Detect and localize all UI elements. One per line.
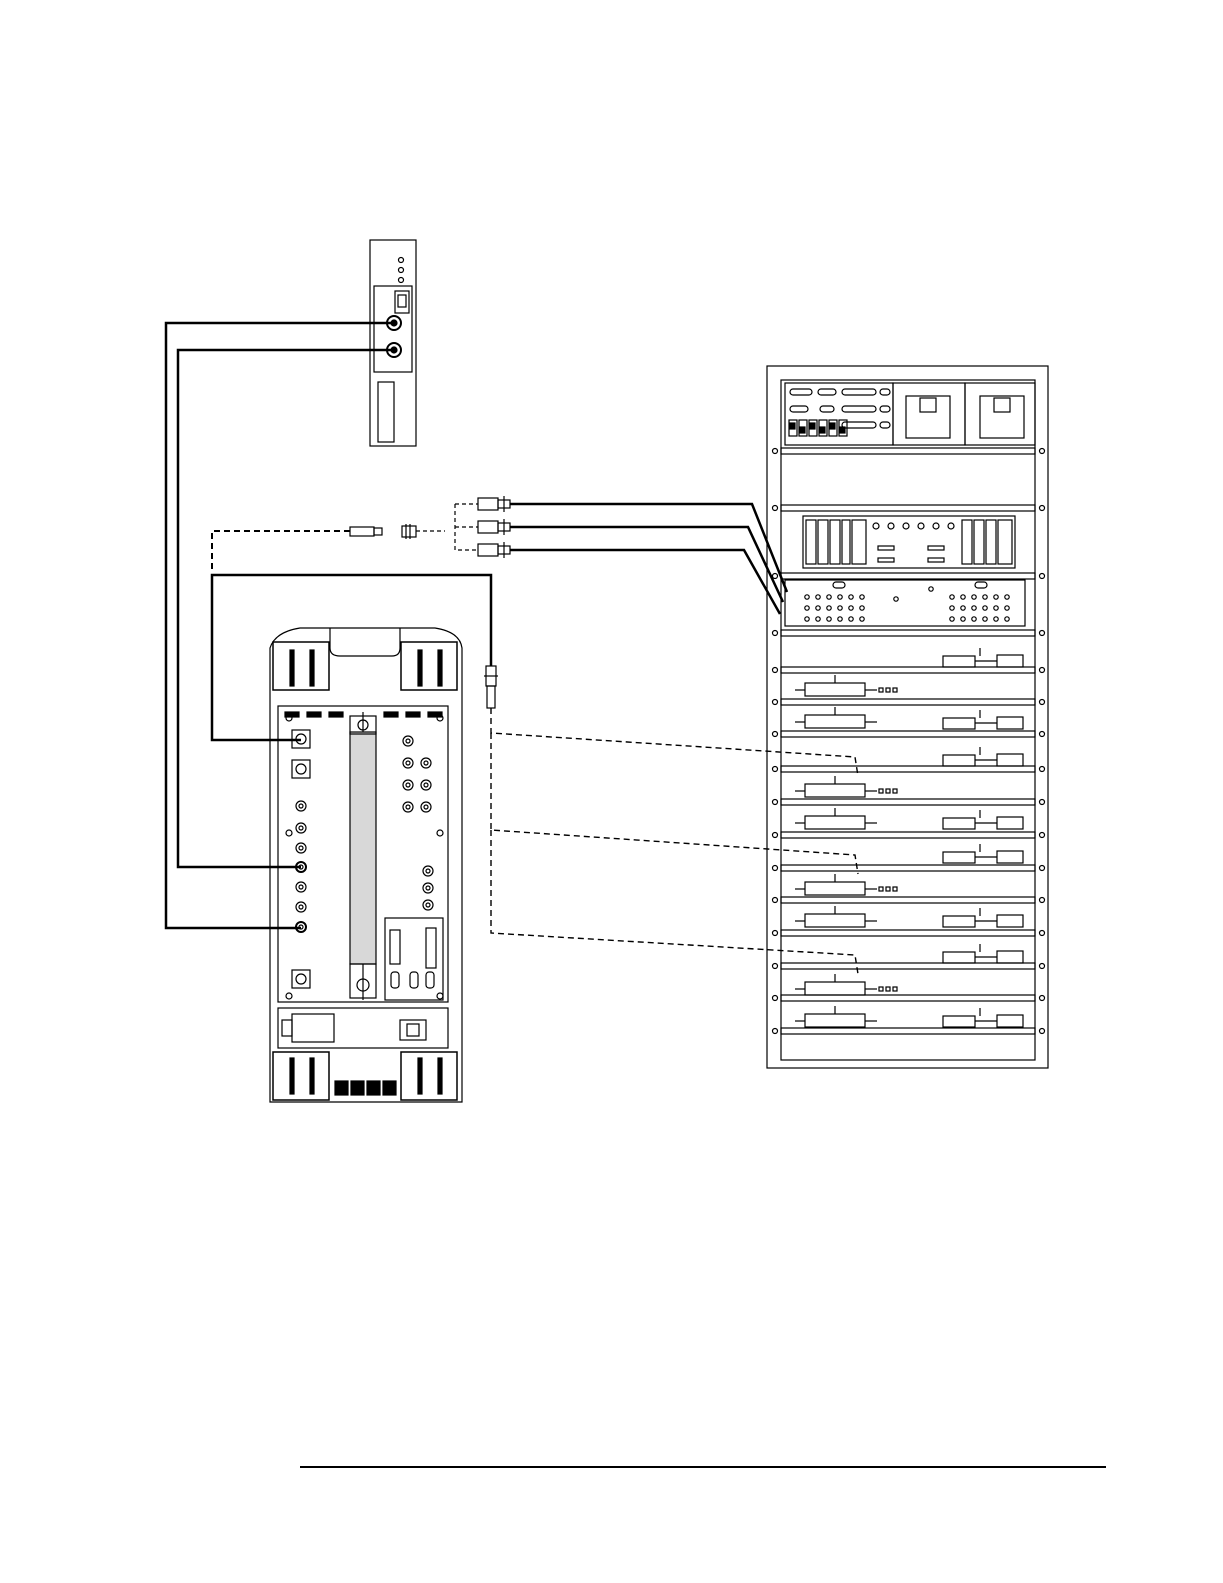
cable-dashed-rack-2[interactable] (491, 733, 858, 874)
coax-adapter-cluster (350, 496, 510, 708)
cable-adapter-3-to-rack[interactable] (510, 550, 780, 614)
cable-adapter-branch[interactable] (416, 504, 478, 550)
instrument-port-b[interactable] (292, 760, 310, 778)
test-instrument-rear-panel (270, 628, 462, 1102)
instrument-handle[interactable] (350, 732, 376, 964)
equipment-rack (767, 366, 1048, 1068)
cable-adapter-2-to-rack[interactable] (510, 527, 783, 602)
rack-switch-matrix-panel (785, 580, 1025, 626)
cable-dashed-rack-3[interactable] (491, 830, 858, 974)
page-footer-rule (300, 1466, 1106, 1468)
cable-adapter-1-to-rack[interactable] (510, 504, 787, 592)
cable-dashed-adapter-to-instrument[interactable] (212, 531, 350, 573)
cable-instrument-port-to-adapter[interactable] (212, 575, 491, 740)
small-instrument-module (370, 240, 416, 446)
